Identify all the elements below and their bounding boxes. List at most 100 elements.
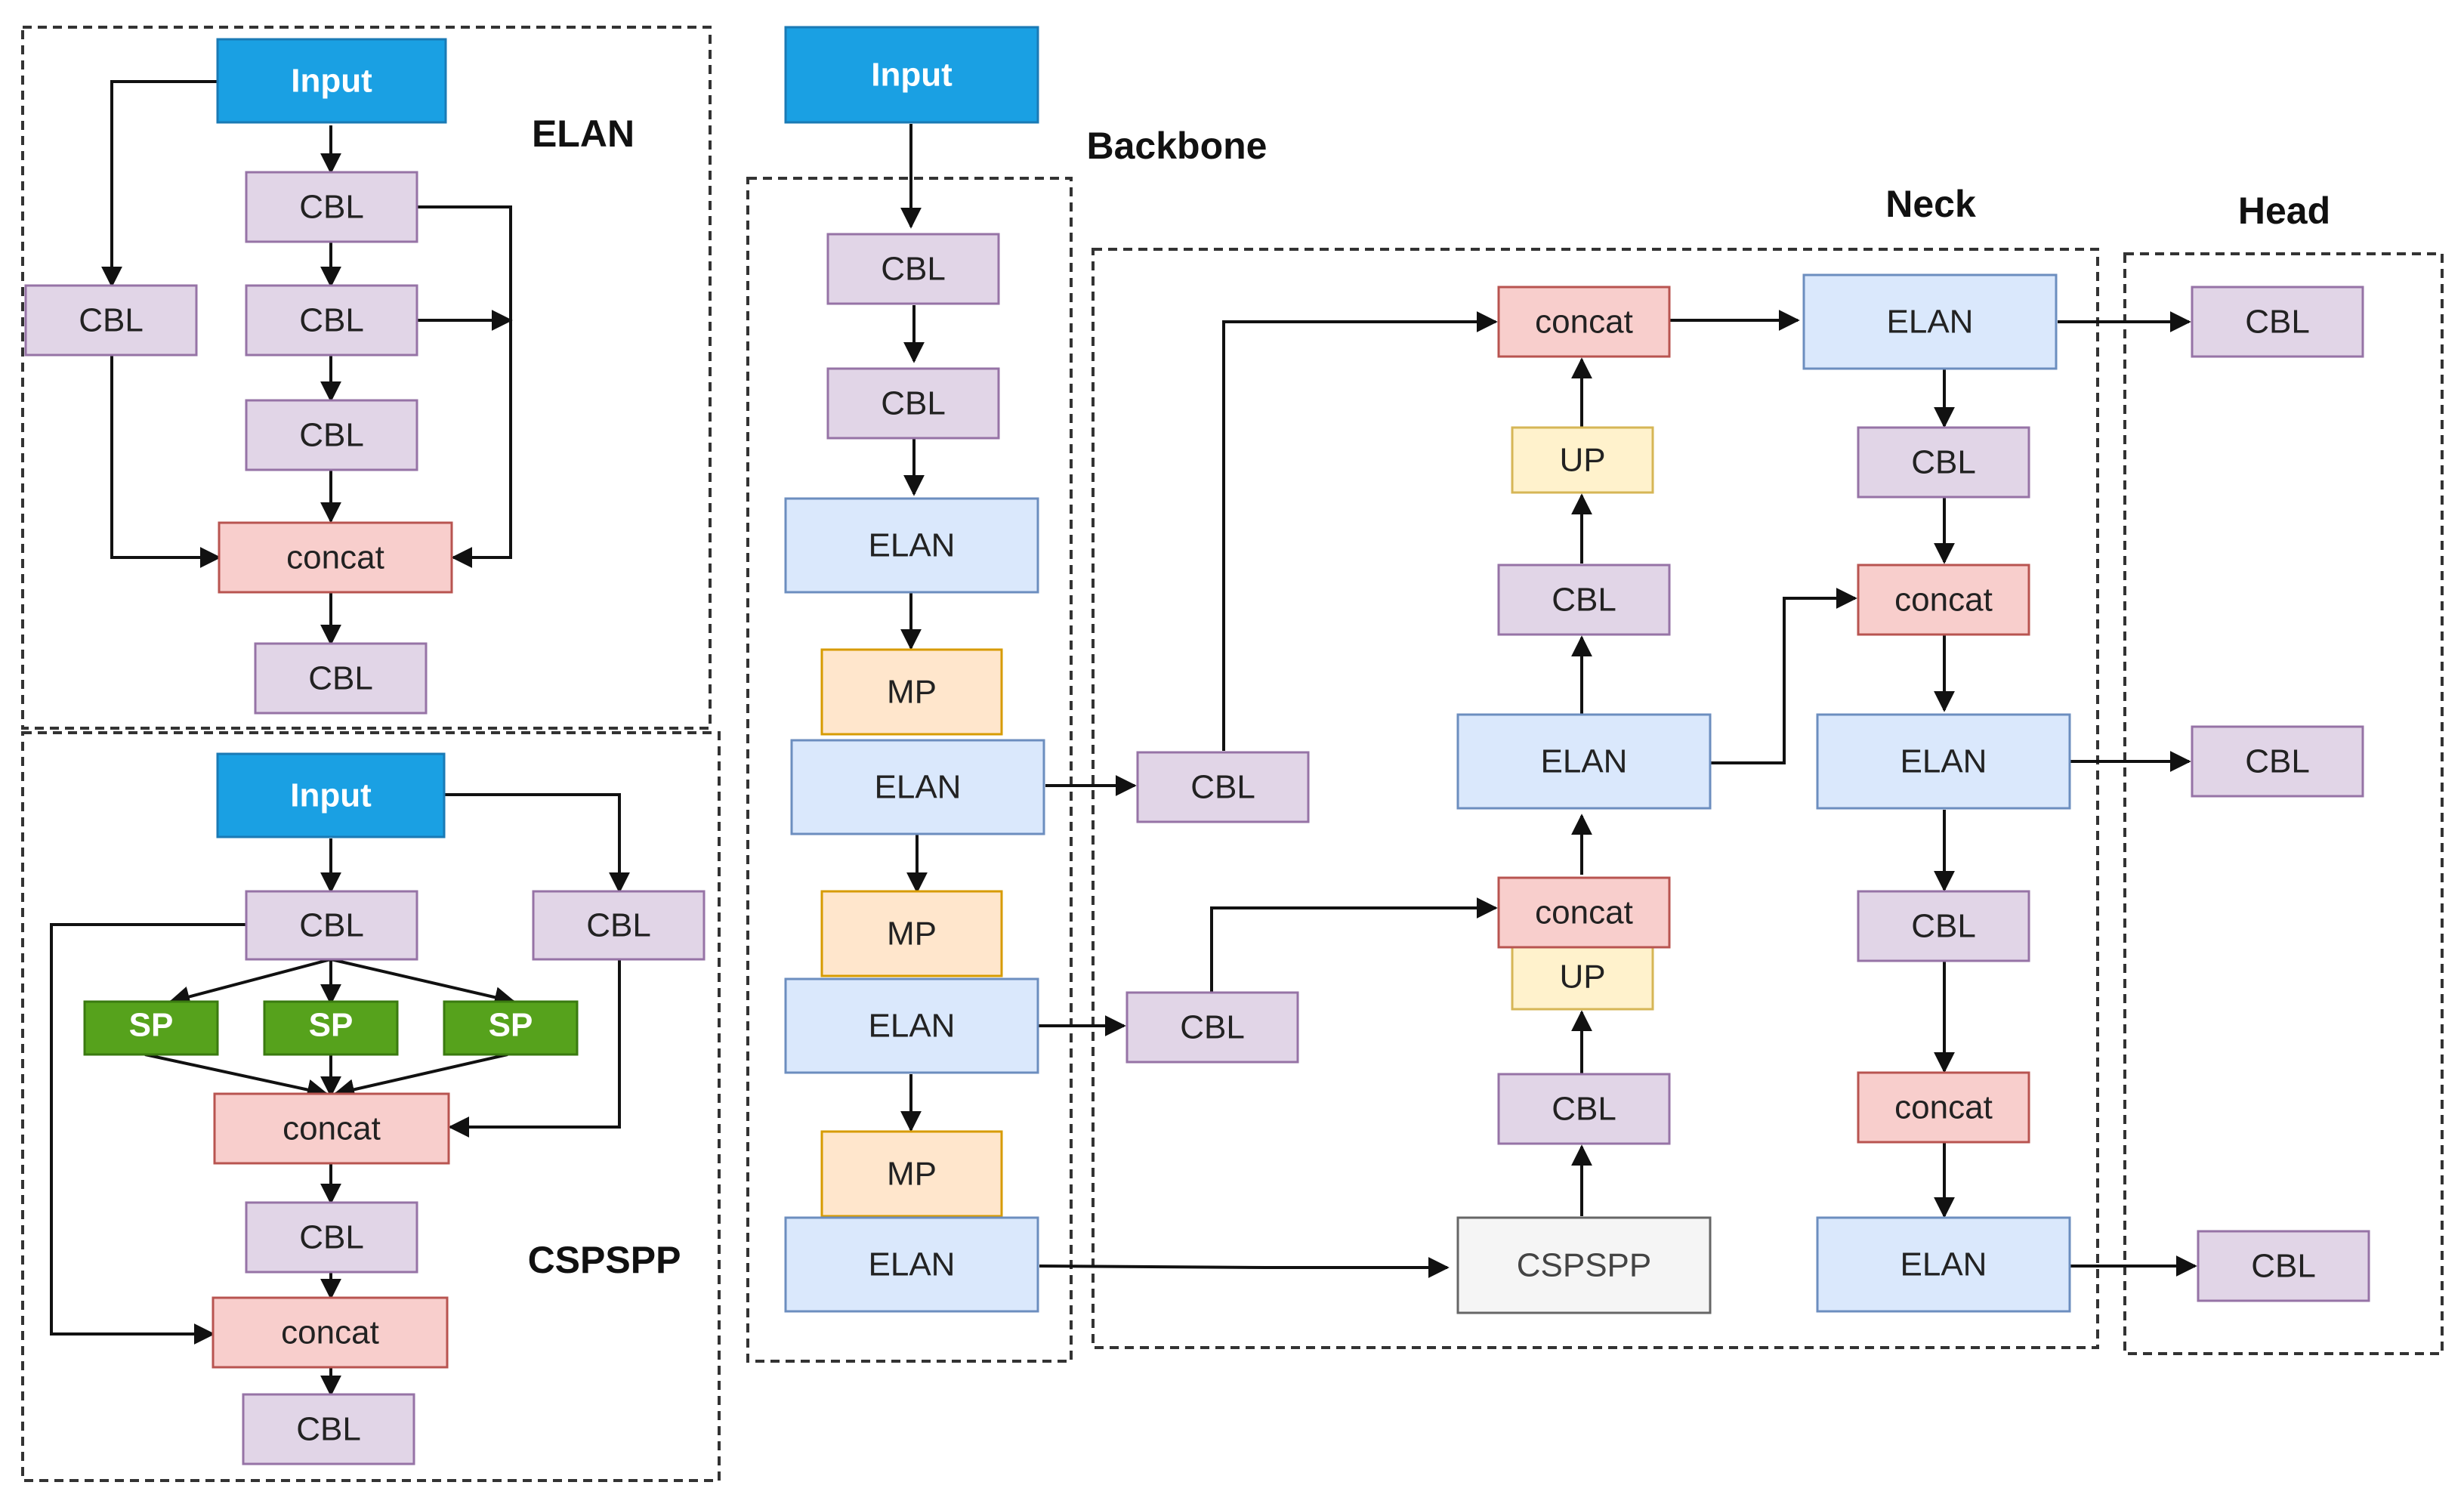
sp-label: SP — [129, 1007, 174, 1044]
cspspp-label: CSPSPP — [1517, 1247, 1652, 1284]
elan-label: ELAN — [869, 527, 956, 564]
cbl-label: CBL — [299, 189, 364, 226]
input-label: Input — [291, 63, 372, 100]
cspspp-edge — [144, 1053, 329, 1101]
cbl-node — [826, 233, 1000, 305]
up-label: UP — [1559, 442, 1605, 479]
cbl-label: CBL — [1552, 1091, 1616, 1128]
concat-label: concat — [1894, 582, 1993, 619]
cbl-label: CBL — [299, 417, 364, 454]
backbone-frame — [746, 177, 1073, 1363]
concat-label: concat — [286, 539, 384, 576]
cbl-label: CBL — [2245, 304, 2310, 341]
cbl-label: CBL — [1911, 444, 1976, 481]
head: CBL CBL CBL — [2191, 286, 2370, 1302]
cbl-label: CBL — [586, 907, 651, 944]
cbl-label: CBL — [1552, 582, 1616, 619]
input-node — [216, 752, 446, 838]
cbl-node — [1497, 564, 1671, 636]
backbone: Input CBL CBL ELAN MP ELAN MP ELAN MP EL… — [784, 26, 1045, 1313]
cbl-node — [245, 1201, 418, 1274]
cbl-label: CBL — [299, 1219, 364, 1256]
cbl-node — [1857, 890, 2030, 962]
cbl-node — [245, 890, 418, 961]
cspspp-title: CSPSPP — [528, 1239, 681, 1281]
elan-node — [784, 977, 1039, 1074]
cbl-label: CBL — [1911, 908, 1976, 945]
up-node — [1511, 426, 1654, 494]
sp-node — [443, 1000, 579, 1056]
elan-label: ELAN — [1541, 743, 1628, 780]
cbl-node — [24, 284, 198, 357]
cbl-node — [254, 642, 428, 715]
elan-label: ELAN — [1887, 304, 1974, 341]
elan-node — [1816, 713, 2071, 810]
cbl-node — [1125, 991, 1299, 1064]
mp-label: MP — [887, 1156, 937, 1193]
cbl-label: CBL — [2251, 1248, 2316, 1285]
cbl-label: CBL — [296, 1411, 361, 1448]
concat-node — [1857, 564, 2030, 636]
elan-node — [1456, 713, 1712, 810]
cbl-label: CBL — [308, 660, 373, 697]
cbl-label: CBL — [1180, 1009, 1245, 1046]
mp-node — [820, 890, 1003, 977]
concat-label: concat — [1535, 304, 1633, 341]
head-frame — [2123, 252, 2444, 1355]
elan-block: Input CBL CBL CBL CBL concat CBL — [24, 38, 453, 715]
elan-label: ELAN — [1900, 1246, 1987, 1283]
neck-frame — [1092, 248, 2099, 1349]
backbone-title: Backbone — [1087, 125, 1268, 167]
main-edge — [1222, 311, 1498, 751]
concat-node — [1497, 286, 1671, 358]
cbl-node — [245, 171, 418, 243]
head-title: Head — [2238, 190, 2330, 232]
concat-node — [1497, 876, 1671, 949]
cspspp-edge — [333, 1053, 508, 1101]
concat-node — [213, 1092, 450, 1165]
cbl-node — [2191, 725, 2364, 798]
main-edge — [1210, 897, 1498, 993]
elan-title: ELAN — [532, 113, 635, 155]
elan-label: ELAN — [869, 1246, 956, 1283]
elan-edge — [101, 80, 218, 288]
cbl-label: CBL — [881, 385, 946, 422]
cbl-label: CBL — [299, 302, 364, 339]
concat-label: concat — [283, 1110, 381, 1147]
cbl-node — [245, 284, 418, 357]
cspspp-block: Input CBL CBL SP SP SP concat CBL concat… — [83, 752, 706, 1465]
cbl-node — [242, 1393, 415, 1465]
elan-edge — [110, 355, 221, 568]
up-label: UP — [1559, 959, 1605, 996]
cspspp-node — [1456, 1216, 1712, 1314]
cbl-label: CBL — [2245, 743, 2310, 780]
cspspp-frame — [21, 731, 721, 1482]
cbl-node — [1857, 426, 2030, 499]
input-node — [216, 38, 447, 124]
elan-label: ELAN — [1900, 743, 1987, 780]
elan-node — [784, 497, 1039, 594]
elan-label: ELAN — [869, 1008, 956, 1045]
cspspp-edge — [448, 959, 621, 1138]
concat-label: concat — [281, 1314, 379, 1351]
cbl-label: CBL — [881, 251, 946, 288]
input-label: Input — [871, 57, 953, 94]
cbl-node — [532, 890, 706, 961]
cbl-label: CBL — [299, 907, 364, 944]
elan-label: ELAN — [875, 769, 962, 806]
cbl-label: CBL — [1190, 769, 1255, 806]
cbl-node — [245, 399, 418, 471]
cbl-node — [2197, 1230, 2370, 1302]
main-edge — [1710, 588, 1857, 764]
mp-label: MP — [887, 674, 937, 711]
elan-frame — [21, 26, 712, 730]
mp-label: MP — [887, 916, 937, 953]
sp-label: SP — [309, 1007, 354, 1044]
concat-node — [218, 521, 453, 594]
neck: concat UP CBL ELAN UP concat CBL CSPSPP … — [1456, 273, 2071, 1314]
cbl-label: CBL — [79, 302, 144, 339]
concat-label: concat — [1894, 1089, 1993, 1126]
cspspp-edge — [50, 923, 246, 1345]
elan-node — [790, 739, 1045, 835]
